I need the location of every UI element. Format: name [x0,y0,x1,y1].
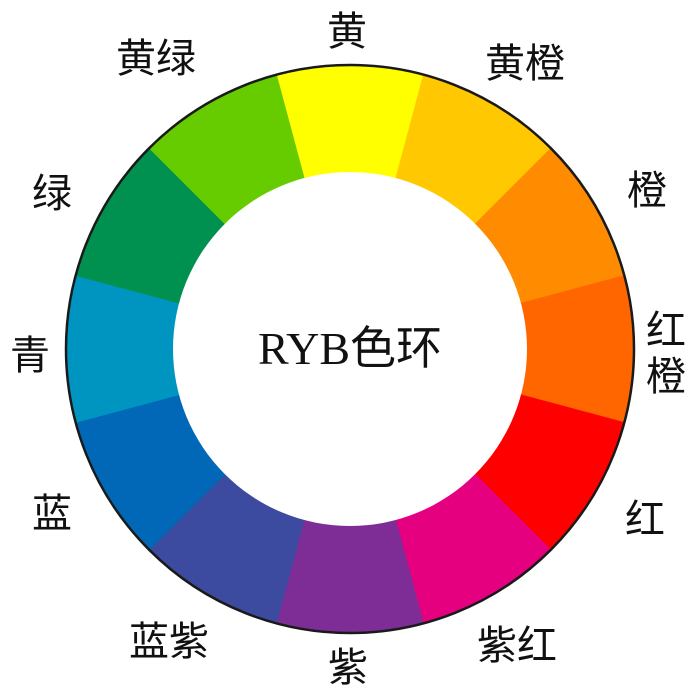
label-cyan: 青 [10,333,50,379]
label-blue: 蓝 [32,491,72,537]
label-red-orange: 红橙 [646,308,686,400]
wheel-segments [65,64,635,634]
wheel-outline [64,63,636,635]
label-violet: 紫 [328,645,368,691]
wheel-center-hole [173,172,527,526]
label-yellow-orange: 黄橙 [485,41,565,87]
label-blue-violet: 蓝紫 [129,619,209,665]
label-red-violet: 紫红 [477,623,557,669]
label-orange: 橙 [627,168,667,214]
label-yellow: 黄 [327,9,367,55]
label-yellow-green: 黄绿 [116,36,196,82]
center-title: RYB色环 [257,323,443,374]
label-green: 绿 [32,171,72,217]
label-red: 红 [625,497,665,543]
